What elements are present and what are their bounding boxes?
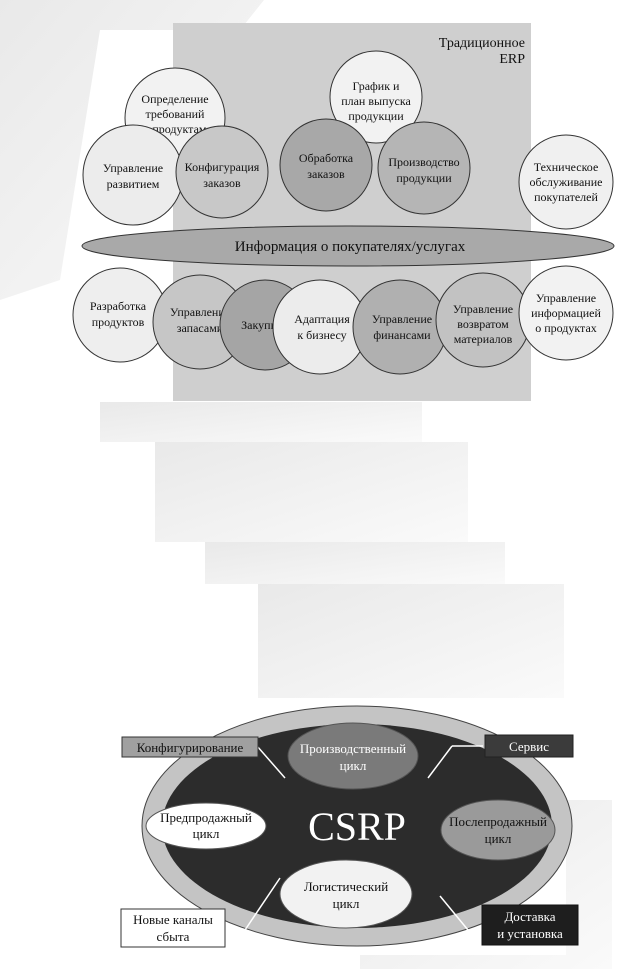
svg-text:цикл: цикл xyxy=(485,831,512,846)
svg-text:заказов: заказов xyxy=(307,167,345,181)
svg-text:развитием: развитием xyxy=(107,177,160,191)
svg-text:продуктов: продуктов xyxy=(92,315,145,329)
svg-text:Конфигурирование: Конфигурирование xyxy=(137,740,244,755)
svg-text:материалов: материалов xyxy=(454,332,513,346)
svg-text:Послепродажный: Послепродажный xyxy=(449,814,547,829)
background-shade-4 xyxy=(258,584,564,698)
svg-text:Управление: Управление xyxy=(536,291,596,305)
svg-text:заказов: заказов xyxy=(203,176,241,190)
svg-text:цикл: цикл xyxy=(333,896,360,911)
customer-info-band-label: Информация о покупателях/услугах xyxy=(235,239,466,255)
svg-text:продукции: продукции xyxy=(348,109,404,123)
postsale-cycle: Послепродажный цикл xyxy=(440,799,556,861)
svg-text:Разработка: Разработка xyxy=(90,299,147,313)
svg-text:требований: требований xyxy=(146,107,206,121)
connector-channels-b xyxy=(244,877,281,931)
svg-text:продукции: продукции xyxy=(396,171,452,185)
node-inventory-management: Управление запасами xyxy=(152,274,248,370)
svg-text:покупателей: покупателей xyxy=(534,190,598,204)
svg-text:График и: График и xyxy=(353,79,401,93)
svg-text:план выпуска: план выпуска xyxy=(341,94,411,108)
node-product-development: Разработка продуктов xyxy=(72,267,168,363)
svg-text:Производство: Производство xyxy=(388,155,459,169)
svg-text:Сервис: Сервис xyxy=(509,739,549,754)
erp-title-line2: ERP xyxy=(499,52,525,67)
svg-text:обслуживание: обслуживание xyxy=(530,175,603,189)
logistics-cycle: Логистический цикл xyxy=(279,859,413,929)
svg-text:финансами: финансами xyxy=(373,328,431,342)
node-development-management: Управление развитием xyxy=(82,124,184,226)
background-shade-2 xyxy=(155,442,468,542)
svg-text:Производственный: Производственный xyxy=(300,741,406,756)
erp-title-line1: Традиционное xyxy=(439,36,525,51)
svg-text:возвратом: возвратом xyxy=(457,317,509,331)
svg-text:Доставка: Доставка xyxy=(504,909,555,924)
node-production: Производство продукции xyxy=(377,121,471,215)
label-service: Сервис xyxy=(484,734,574,758)
svg-text:Техническое: Техническое xyxy=(534,160,599,174)
svg-text:Управление: Управление xyxy=(372,312,432,326)
svg-text:цикл: цикл xyxy=(340,758,367,773)
node-production-schedule: График и план выпуска продукции xyxy=(329,50,423,144)
svg-text:Новые каналы: Новые каналы xyxy=(133,912,213,927)
node-returns-management: Управление возвратом материалов xyxy=(435,272,531,368)
node-order-processing: Обработка заказов xyxy=(279,118,373,212)
background-shade-3 xyxy=(205,542,505,584)
svg-text:Предпродажный: Предпродажный xyxy=(160,810,252,825)
node-order-configuration: Конфигурация заказов xyxy=(175,125,269,219)
production-cycle: Производственный цикл xyxy=(287,722,419,790)
node-business-adaptation: Адаптация к бизнесу xyxy=(272,279,368,375)
label-configuring: Конфигурирование xyxy=(121,736,259,758)
svg-text:запасами: запасами xyxy=(177,321,224,335)
svg-text:Управление: Управление xyxy=(103,161,163,175)
svg-text:Конфигурация: Конфигурация xyxy=(185,160,260,174)
background-shade-top-left xyxy=(0,0,264,300)
svg-text:к бизнесу: к бизнесу xyxy=(297,328,346,342)
presale-cycle: Предпродажный цикл xyxy=(145,802,267,850)
connector-delivery-b xyxy=(439,895,469,931)
node-customer-maintenance: Техническое обслуживание покупателей xyxy=(518,134,614,230)
svg-text:о продуктах: о продуктах xyxy=(535,321,597,335)
svg-text:сбыта: сбыта xyxy=(157,929,190,944)
svg-text:Определение: Определение xyxy=(141,92,208,106)
label-new-channels: Новые каналы сбыта xyxy=(120,908,226,948)
connector-configuring xyxy=(256,745,286,779)
label-delivery: Доставка и установка xyxy=(481,904,579,946)
svg-text:Логистический: Логистический xyxy=(304,879,388,894)
svg-text:и установка: и установка xyxy=(497,926,563,941)
svg-text:Адаптация: Адаптация xyxy=(294,312,350,326)
svg-text:информацией: информацией xyxy=(531,306,601,320)
customer-info-band xyxy=(81,225,615,267)
svg-text:Обработка: Обработка xyxy=(299,151,354,165)
background-shade-bottom-right xyxy=(360,800,612,969)
svg-text:Управление: Управление xyxy=(170,305,230,319)
node-product-info-management: Управление информацией о продуктах xyxy=(518,265,614,361)
svg-text:цикл: цикл xyxy=(193,826,220,841)
background-shade-1 xyxy=(100,402,422,442)
svg-text:Управление: Управление xyxy=(453,302,513,316)
connector-service-b xyxy=(427,745,453,779)
csrp-center-label: CSRP xyxy=(308,804,406,849)
csrp-core xyxy=(162,724,552,928)
node-finance-management: Управление финансами xyxy=(352,279,448,375)
